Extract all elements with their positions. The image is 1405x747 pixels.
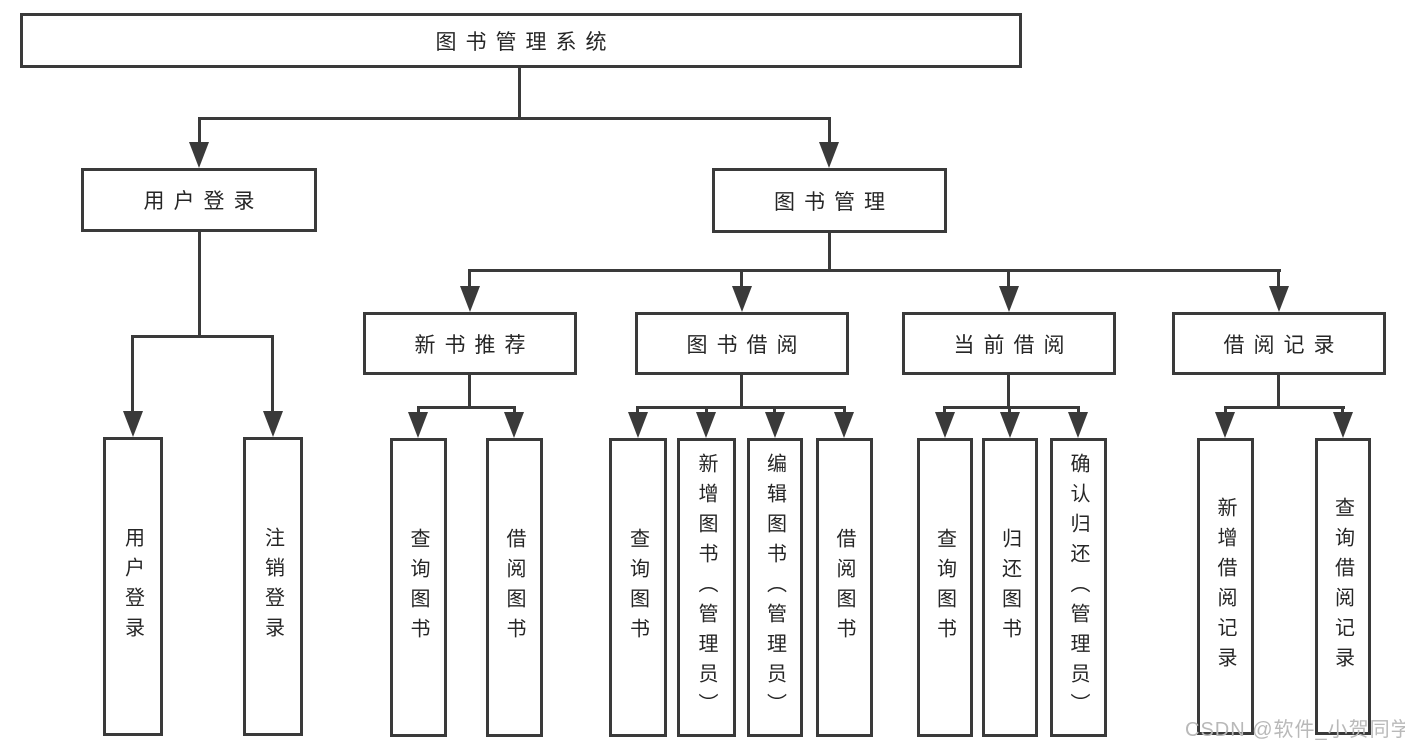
- arrow-to-confirm-return-admin: [1068, 412, 1088, 438]
- connector-records-stem-a: [1224, 406, 1227, 414]
- connector-l2-hline: [198, 117, 831, 120]
- connector-userlogin-hline: [131, 335, 274, 338]
- node-user-login: 用户登录: [81, 168, 317, 232]
- connector-l3-stem-2: [740, 269, 743, 289]
- connector-l3-hline: [468, 269, 1281, 272]
- connector-borrowing-stem-d: [843, 406, 846, 414]
- node-book-borrowing: 图书借阅: [635, 312, 849, 375]
- arrow-to-query-books-borrow: [628, 412, 648, 438]
- arrow-to-return-books: [1000, 412, 1020, 438]
- leaf-borrow-books-recommend: 借阅图书: [486, 438, 543, 737]
- leaf-query-books-borrow: 查询图书: [609, 438, 667, 737]
- node-current-borrowing: 当前借阅: [902, 312, 1116, 375]
- connector-userlogin-stem: [198, 232, 201, 338]
- csdn-watermark: CSDN @软件_小贺同学: [1185, 719, 1405, 741]
- connector-borrowing-stem-c: [773, 406, 776, 414]
- connector-borrowing-hline: [636, 406, 846, 409]
- connector-recommend-stem-a: [417, 406, 420, 414]
- arrow-to-leaf-user-login: [123, 411, 143, 437]
- connector-bookmgmt-stem: [828, 233, 831, 271]
- node-root: 图书管理系统: [20, 13, 1022, 68]
- arrow-to-query-books-current: [935, 412, 955, 438]
- leaf-query-books-current: 查询图书: [917, 438, 973, 737]
- arrow-to-borrow-books-recommend: [504, 412, 524, 438]
- leaf-add-borrow-record: 新增借阅记录: [1197, 438, 1254, 735]
- leaf-add-books-admin: 新增图书（管理员）: [677, 438, 736, 737]
- connector-l3-stem-1: [468, 269, 471, 289]
- leaf-logout: 注销登录: [243, 437, 303, 736]
- leaf-borrow-books: 借阅图书: [816, 438, 873, 737]
- arrow-to-query-borrow-record: [1333, 412, 1353, 438]
- arrow-to-add-books-admin: [696, 412, 716, 438]
- connector-current-stem-b: [1008, 406, 1011, 414]
- leaf-edit-books-admin: 编辑图书（管理员）: [747, 438, 803, 737]
- connector-recommend-stem: [468, 375, 471, 409]
- connector-l3-stem-4: [1277, 269, 1280, 289]
- connector-records-hline: [1224, 406, 1345, 409]
- arrow-to-book-management: [819, 142, 839, 168]
- connector-records-stem: [1277, 375, 1280, 409]
- connector-l2-stem-right: [828, 117, 831, 145]
- arrow-to-new-book-recommendation: [460, 286, 480, 312]
- connector-records-stem-b: [1341, 406, 1344, 414]
- connector-borrowing-stem-a: [636, 406, 639, 414]
- leaf-confirm-return-admin: 确认归还（管理员）: [1050, 438, 1107, 737]
- arrow-to-leaf-logout: [263, 411, 283, 437]
- leaf-query-books-recommend: 查询图书: [390, 438, 447, 737]
- connector-recommend-hline: [417, 406, 516, 409]
- arrow-to-book-borrowing: [732, 286, 752, 312]
- arrow-to-borrow-books: [834, 412, 854, 438]
- connector-current-stem: [1007, 375, 1010, 409]
- connector-recommend-stem-b: [513, 406, 516, 414]
- arrow-to-current-borrowing: [999, 286, 1019, 312]
- leaf-return-books: 归还图书: [982, 438, 1038, 737]
- connector-current-stem-c: [1077, 406, 1080, 414]
- node-borrowing-records: 借阅记录: [1172, 312, 1386, 375]
- connector-borrowing-stem: [740, 375, 743, 409]
- connector-l2-stem-left: [198, 117, 201, 145]
- arrow-to-edit-books-admin: [765, 412, 785, 438]
- arrow-to-borrowing-records: [1269, 286, 1289, 312]
- arrow-to-user-login: [189, 142, 209, 168]
- connector-current-hline: [943, 406, 1080, 409]
- connector-root-stem: [518, 68, 521, 118]
- node-book-management: 图书管理: [712, 168, 947, 233]
- leaf-user-login: 用户登录: [103, 437, 163, 736]
- connector-l3-stem-3: [1007, 269, 1010, 289]
- connector-borrowing-stem-b: [705, 406, 708, 414]
- leaf-query-borrow-record: 查询借阅记录: [1315, 438, 1371, 735]
- connector-userlogin-stem-b: [271, 335, 274, 413]
- arrow-to-add-borrow-record: [1215, 412, 1235, 438]
- connector-current-stem-a: [943, 406, 946, 414]
- connector-userlogin-stem-a: [131, 335, 134, 413]
- arrow-to-query-books-recommend: [408, 412, 428, 438]
- node-new-book-recommendation: 新书推荐: [363, 312, 577, 375]
